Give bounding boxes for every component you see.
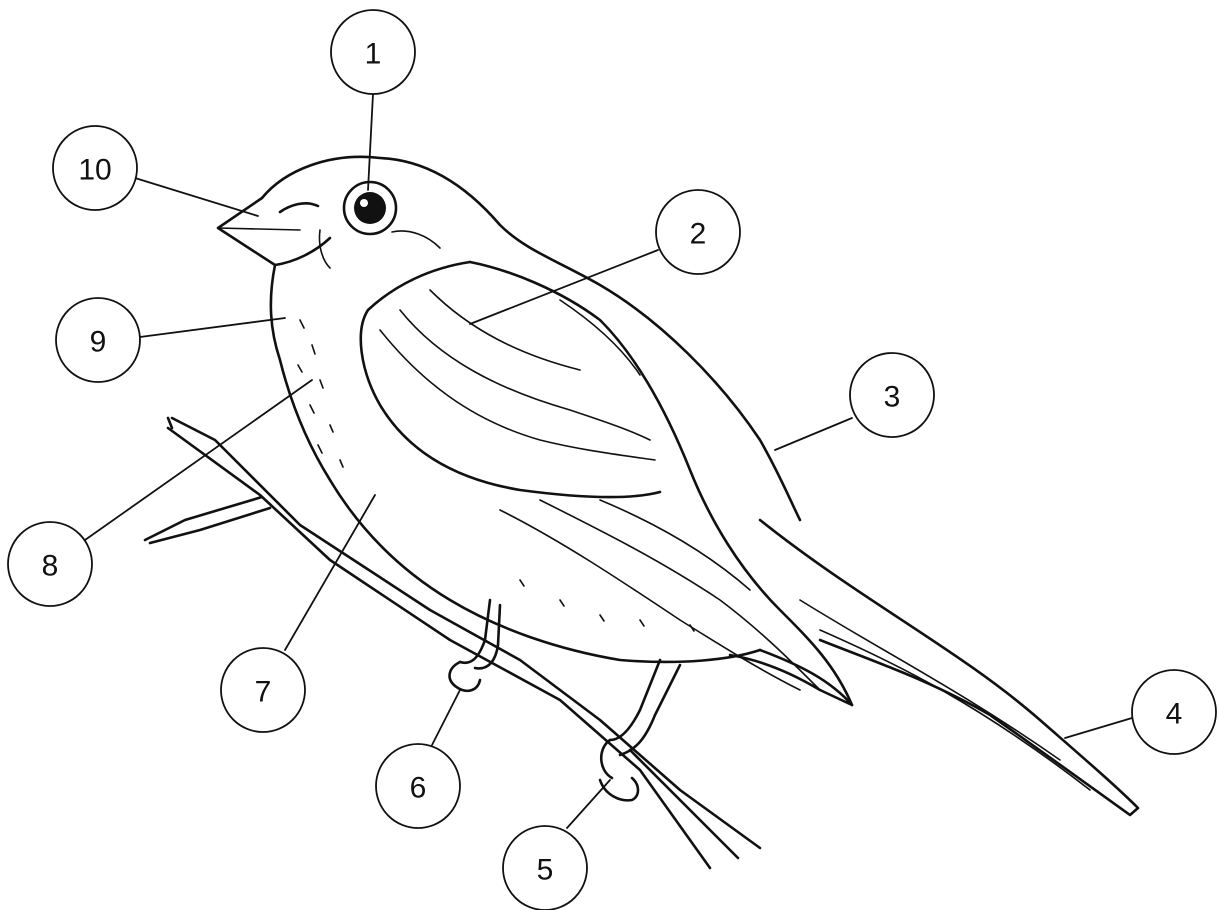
callout-1: 1 <box>331 10 415 94</box>
callout-5-label: 5 <box>537 854 554 887</box>
callout-4: 4 <box>1132 670 1216 754</box>
bird-wing <box>361 262 852 705</box>
callout-9-label: 9 <box>90 326 107 359</box>
callout-7: 7 <box>221 648 305 732</box>
leader-3 <box>775 418 852 450</box>
leader-1 <box>368 94 373 190</box>
callout-6: 6 <box>376 744 460 828</box>
callout-6-label: 6 <box>410 772 427 805</box>
callout-3-label: 3 <box>884 381 901 414</box>
callout-9: 9 <box>56 298 140 382</box>
callout-7-label: 7 <box>255 676 272 709</box>
callout-3: 3 <box>850 353 934 437</box>
callout-2: 2 <box>656 190 740 274</box>
bird-legs <box>450 600 680 800</box>
callout-2-label: 2 <box>690 218 707 251</box>
leader-5 <box>567 780 610 828</box>
callout-8: 8 <box>8 522 92 606</box>
leader-7 <box>285 495 375 650</box>
callout-8-label: 8 <box>42 550 59 583</box>
leader-6 <box>432 690 460 745</box>
callout-5: 5 <box>503 826 587 910</box>
callout-4-label: 4 <box>1166 698 1183 731</box>
callout-1-label: 1 <box>365 38 382 71</box>
bird-body <box>218 157 852 705</box>
leader-4 <box>1065 718 1132 738</box>
bird-tail <box>760 520 1138 815</box>
leader-9 <box>140 318 285 337</box>
leader-2 <box>470 250 658 324</box>
callout-10: 10 <box>53 126 137 210</box>
leader-10 <box>135 178 258 216</box>
callout-10-label: 10 <box>78 154 111 187</box>
